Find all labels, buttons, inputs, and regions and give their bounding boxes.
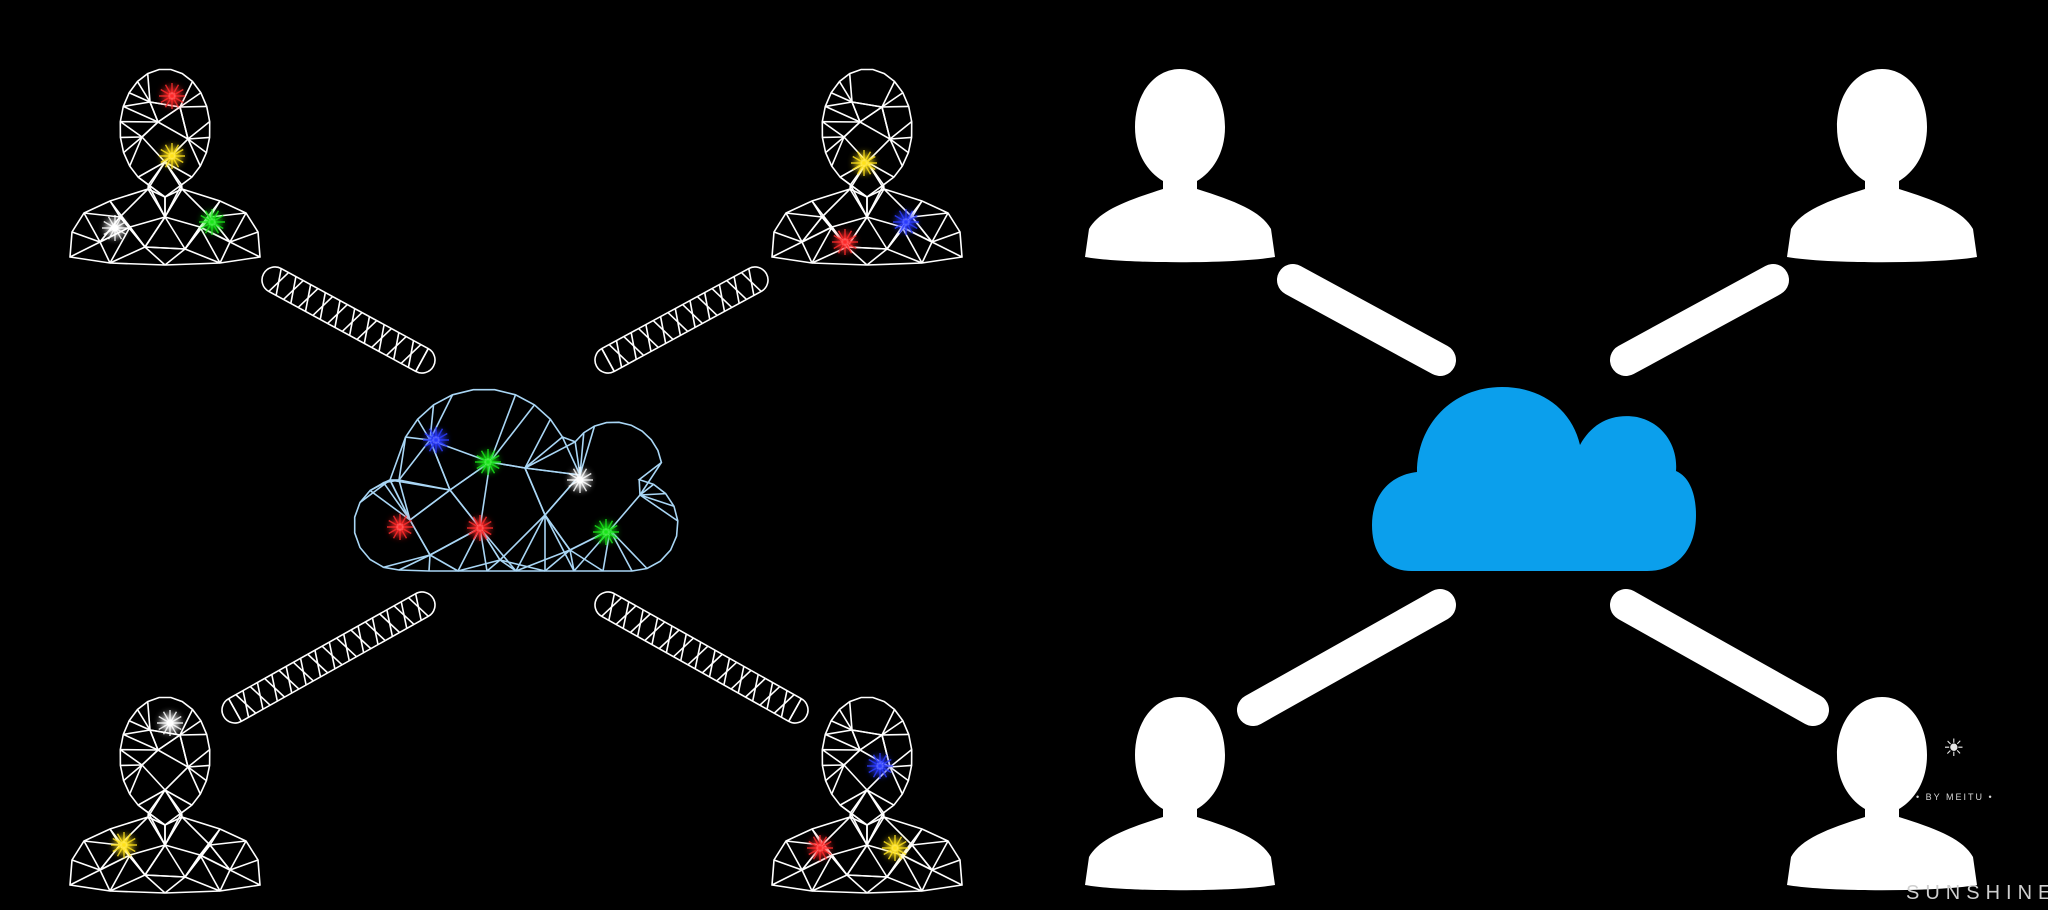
glow-point xyxy=(467,515,493,541)
mesh-connector xyxy=(221,591,436,724)
glow-point xyxy=(851,150,877,176)
glow-point xyxy=(807,835,833,861)
mesh-connector xyxy=(594,266,769,374)
glow-point xyxy=(893,209,919,235)
glow-point xyxy=(882,835,908,861)
connector-line xyxy=(1237,589,1456,726)
connector-line xyxy=(1610,264,1789,376)
glow-point xyxy=(111,832,137,858)
glow-point xyxy=(159,143,185,169)
user-icon xyxy=(1085,697,1275,891)
glow-point xyxy=(593,519,619,545)
glow-point xyxy=(157,710,183,736)
glow-point xyxy=(867,753,893,779)
mesh-cloud-icon xyxy=(353,388,679,572)
cloud-icon xyxy=(1372,387,1696,571)
glow-point xyxy=(423,427,449,453)
watermark-brand: SUNSHINE xyxy=(1906,882,2048,904)
solid-cloud-network-icon xyxy=(1085,69,1977,891)
user-icon xyxy=(1085,69,1275,263)
glow-point xyxy=(475,449,501,475)
connector-line xyxy=(1610,589,1829,726)
mesh-connector xyxy=(261,266,436,374)
glow-point xyxy=(387,514,413,540)
mesh-user-icon xyxy=(771,696,963,894)
mesh-user-icon xyxy=(69,68,261,266)
glow-point xyxy=(832,229,858,255)
watermark-byline: • BY MEITU • xyxy=(1916,792,1994,802)
glow-point xyxy=(567,467,593,493)
sun-icon: ☀ xyxy=(1943,734,1965,762)
glow-point xyxy=(159,83,185,109)
user-icon xyxy=(1787,69,1977,263)
glow-point xyxy=(102,215,128,241)
connector-line xyxy=(1277,264,1456,376)
mesh-cloud-network-icon xyxy=(69,68,963,894)
glow-point xyxy=(199,209,225,235)
mesh-connector xyxy=(594,591,809,724)
